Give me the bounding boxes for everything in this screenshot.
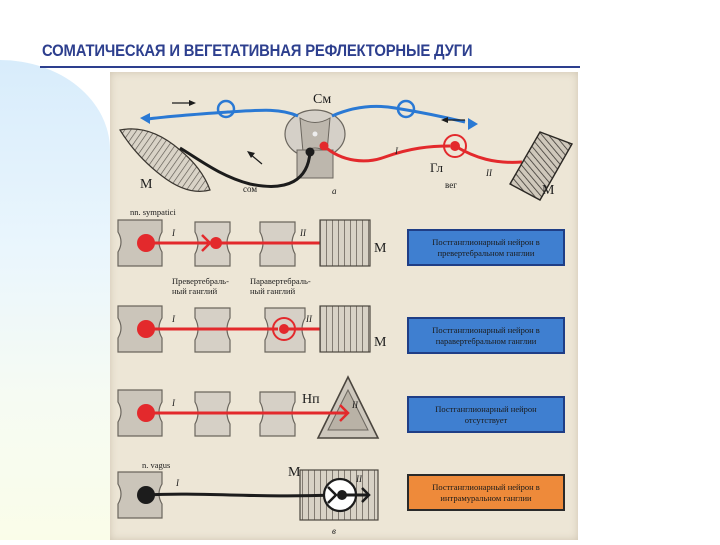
row4-letter: в: [332, 526, 336, 536]
neuron-ii-label-top: II: [485, 168, 493, 178]
top-panel: М сом См Гл вег I I: [119, 92, 574, 201]
afferent-path-right: [331, 104, 466, 124]
row4-nerve-label: n. vagus: [142, 460, 170, 470]
row1-target-label: М: [374, 241, 387, 256]
row2-target-label: М: [374, 335, 387, 350]
arrow-head-top-right: [441, 117, 448, 123]
row1-sub-right-line1: Паравертебраль-: [250, 276, 311, 286]
row2-effector-muscle: [319, 305, 371, 353]
row4-preganglionic-fiber: [145, 492, 333, 498]
somatic-efferent-path: [179, 146, 312, 188]
row1-sub-left-line2: ный ганглий: [172, 286, 218, 296]
row1-i-label: I: [171, 228, 176, 238]
ganglion-label: Гл: [430, 160, 444, 175]
row4-synapse: [327, 486, 338, 504]
row3-effector-ending: [339, 404, 350, 422]
row1-sub-right-line2: ный ганглий: [250, 286, 296, 296]
reflex-arc-diagram: М сом См Гл вег I I: [117, 92, 574, 536]
row2-ii-label: II: [305, 314, 313, 324]
row1-sub-left: Превертебраль- ный ганглий: [172, 276, 231, 296]
center-letter: а: [332, 186, 337, 196]
row-1: nn. sympatici I II М Превертебраль- ный …: [117, 207, 387, 296]
somatic-label: сом: [243, 184, 257, 194]
row1-nerve-label: nn. sympatici: [130, 207, 176, 217]
row4-i-label: I: [175, 478, 180, 488]
caption-paravertebral: Постганглионарный нейрон в паравертебрал…: [407, 317, 565, 354]
postganglionic-fiber-top: [454, 144, 523, 164]
row-4: n. vagus I II М в: [117, 460, 379, 536]
motor-neuron: [305, 147, 315, 157]
caption-intramural: Постганглионарный нейрон в интрамурально…: [407, 474, 565, 511]
row1-sub-left-line1: Превертебраль-: [172, 276, 229, 286]
row3-i-label: I: [171, 398, 176, 408]
row3-target-label: Нп: [302, 392, 320, 407]
diagram-plate: М сом См Гл вег I I: [110, 72, 578, 540]
spinal-ganglion-left: [216, 99, 236, 119]
muscle-left-label: М: [140, 177, 153, 192]
row2-i-label: I: [171, 314, 176, 324]
row-2: I II М: [117, 305, 387, 353]
title-underline: [40, 66, 580, 68]
arrow-head-top-left: [189, 100, 196, 106]
spinal-ganglion-right: [396, 99, 416, 119]
afferent-receptor-left: [140, 113, 150, 124]
row1-ii-label: II: [299, 228, 307, 238]
caption-prevertebral: Постганглионарный нейрон в превертебраль…: [407, 229, 565, 266]
slide-title: СОМАТИЧЕСКАЯ И ВЕГЕТАТИВНАЯ РЕФЛЕКТОРНЫЕ…: [42, 42, 473, 60]
row3-ii-label: II: [351, 400, 359, 410]
spinal-cord-section: [284, 109, 346, 179]
muscle-right-label: М: [542, 183, 555, 198]
row3-adrenal-inner: [327, 388, 369, 431]
row1-effector-muscle: [319, 219, 371, 267]
autonomic-ganglion: [443, 134, 467, 158]
skeletal-muscle-left: [119, 128, 211, 192]
preganglionic-fiber-top: [323, 144, 451, 163]
vegetative-label: вег: [445, 180, 457, 190]
spinal-cord-label: См: [313, 92, 331, 107]
row4-target-label: М: [288, 465, 301, 480]
row-3: I II Нп: [117, 375, 380, 439]
row4-effector-ending: [361, 487, 371, 503]
row1-sub-right: Паравертебраль- ный ганглий: [250, 276, 313, 296]
row4-ii-label: II: [355, 474, 363, 484]
neuron-i-label-top: I: [394, 146, 399, 156]
cardiac-muscle-right: [509, 131, 574, 201]
background-gradient: [0, 60, 110, 540]
afferent-receptor-right: [468, 118, 478, 130]
arrow-head-somatic: [247, 151, 255, 158]
caption-no-postganglionic: Постганглионарный нейрон отсутствует: [407, 396, 565, 433]
somatic-afferent-path: [147, 108, 299, 121]
